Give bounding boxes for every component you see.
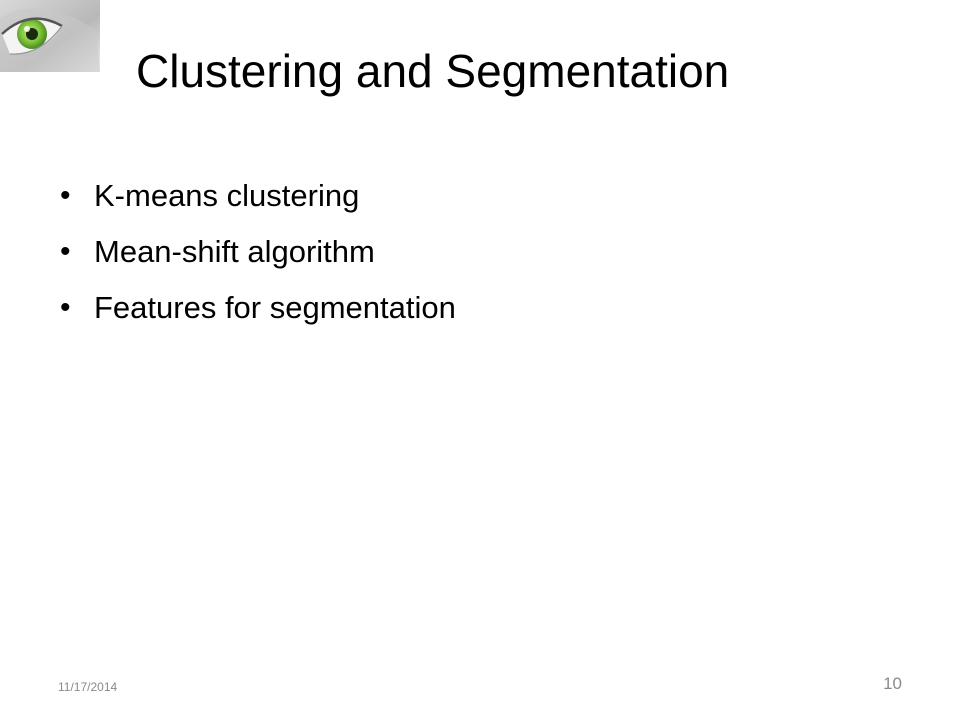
bullet-text: Mean-shift algorithm (94, 234, 375, 269)
bullet-list: • K-means clustering • Mean-shift algori… (60, 168, 456, 336)
page-number: 10 (883, 674, 902, 693)
bullet-text: Features for segmentation (94, 290, 456, 325)
bullet-text: K-means clustering (94, 178, 360, 213)
list-item: • Features for segmentation (60, 280, 456, 336)
footer-date: 11/17/2014 (58, 680, 118, 694)
slide-title: Clustering and Segmentation (136, 45, 730, 97)
bullet-glyph: • (60, 179, 71, 212)
bullet-glyph: • (60, 291, 71, 324)
eye-icon (0, 0, 100, 72)
list-item: • Mean-shift algorithm (60, 224, 456, 280)
list-item: • K-means clustering (60, 168, 456, 224)
bullet-glyph: • (60, 235, 71, 268)
